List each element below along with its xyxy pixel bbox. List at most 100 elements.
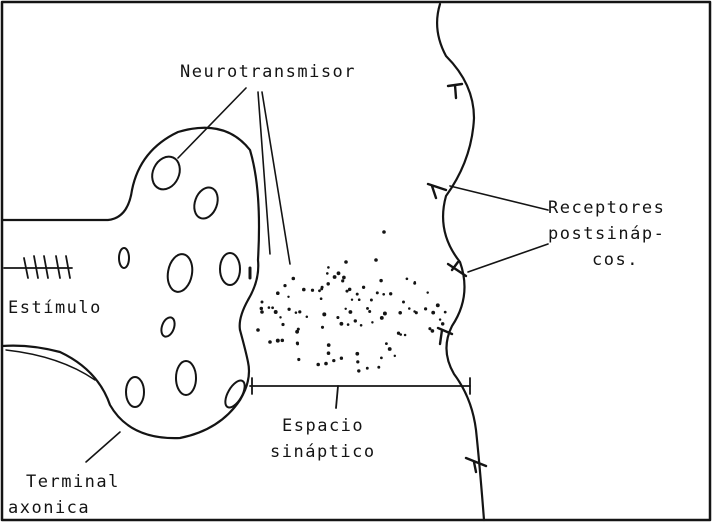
neurotransmitter-dot bbox=[383, 312, 387, 316]
stimulus-hatch-marks bbox=[4, 256, 72, 278]
neurotransmitter-dot bbox=[397, 332, 400, 335]
neurotransmitter-dot bbox=[302, 288, 306, 292]
neurotransmitter-dot bbox=[379, 279, 382, 282]
neurotransmitter-dot bbox=[341, 279, 344, 282]
neurotransmitter-dot bbox=[356, 293, 359, 296]
neurotransmitter-dot bbox=[327, 351, 331, 355]
neurotransmitter-dot bbox=[279, 316, 281, 318]
neurotransmitter-dot bbox=[260, 310, 264, 314]
neurotransmitter-dot bbox=[362, 286, 365, 289]
leader-axon-terminal bbox=[86, 432, 120, 462]
neurotransmitter-dot bbox=[336, 316, 339, 319]
neurotransmitter-dot bbox=[276, 339, 280, 343]
neurotransmitter-dot bbox=[426, 291, 428, 293]
vesicle bbox=[159, 316, 177, 339]
neurotransmitter-dot bbox=[356, 360, 359, 363]
neurotransmitter-dot bbox=[408, 307, 411, 310]
label-synaptic-space-line2: sináptico bbox=[270, 440, 376, 464]
neurotransmitter-dot bbox=[345, 290, 348, 293]
neurotransmitter-dot bbox=[348, 288, 351, 291]
neurotransmitter-dot bbox=[256, 328, 260, 332]
neurotransmitter-dot bbox=[287, 308, 290, 311]
label-axon-terminal-line1: Terminal bbox=[26, 470, 120, 494]
neurotransmitter-dot bbox=[368, 310, 371, 313]
neurotransmitter-dot bbox=[318, 289, 321, 292]
neurotransmitter-dot bbox=[287, 296, 289, 298]
neurotransmitter-dot bbox=[394, 355, 396, 357]
neurotransmitter-dot bbox=[388, 347, 392, 351]
neurotransmitter-dot bbox=[376, 291, 379, 294]
synaptic-space-bracket bbox=[250, 378, 470, 408]
neurotransmitter-dot bbox=[404, 334, 407, 337]
leader-receptors-2 bbox=[468, 244, 548, 272]
label-axon-terminal-line2: axonica bbox=[8, 496, 90, 520]
neurotransmitter-dot bbox=[351, 298, 353, 300]
neurotransmitter-dot bbox=[276, 291, 280, 295]
neurotransmitter-dot bbox=[355, 352, 359, 356]
vesicle bbox=[119, 248, 129, 268]
label-synaptic-space-line1: Espacio bbox=[282, 414, 364, 438]
neurotransmitter-dot bbox=[295, 311, 298, 314]
neurotransmitter-dot bbox=[292, 277, 296, 281]
neurotransmitter-dot bbox=[439, 318, 441, 320]
neurotransmitter-dot bbox=[298, 310, 301, 313]
neurotransmitter-dot bbox=[406, 277, 409, 280]
neurotransmitter-dot bbox=[371, 321, 373, 323]
neurotransmitter-dot bbox=[320, 297, 323, 300]
neurotransmitter-dot bbox=[320, 287, 323, 290]
neurotransmitter-dot bbox=[324, 362, 328, 366]
neurotransmitter-dot bbox=[344, 260, 348, 264]
neurotransmitter-dot bbox=[402, 301, 405, 304]
axon-terminal-outline-lower bbox=[2, 330, 249, 438]
receptor-3 bbox=[448, 262, 466, 276]
neurotransmitter-dot bbox=[354, 319, 357, 322]
neurotransmitter-dot bbox=[326, 282, 329, 285]
vesicle bbox=[147, 152, 185, 194]
synaptic-vesicles bbox=[119, 152, 249, 410]
neurotransmitter-dot bbox=[327, 266, 330, 269]
vesicle bbox=[220, 253, 240, 285]
receptor-5 bbox=[466, 458, 486, 472]
neurotransmitter-dot bbox=[413, 310, 416, 313]
leader-receptors-1 bbox=[450, 186, 548, 210]
label-receptors-line2: postsináp- bbox=[548, 222, 665, 246]
label-stimulus: Estímulo bbox=[8, 296, 102, 320]
neurotransmitter-dot bbox=[327, 343, 331, 347]
neurotransmitter-dot bbox=[322, 312, 326, 316]
neurotransmitter-dot bbox=[380, 316, 384, 320]
neurotransmitter-dot bbox=[281, 323, 284, 326]
neurotransmitter-dot bbox=[436, 303, 440, 307]
label-receptors-line1: Receptores bbox=[548, 196, 665, 220]
neurotransmitter-dot bbox=[326, 272, 329, 275]
neurotransmitter-dot bbox=[360, 324, 363, 327]
neurotransmitter-dot bbox=[281, 339, 285, 343]
neurotransmitter-dot bbox=[268, 306, 271, 309]
receptor-marks bbox=[428, 84, 486, 472]
receptor-1 bbox=[448, 84, 462, 98]
postsynaptic-membrane bbox=[437, 4, 484, 520]
neurotransmitter-dot bbox=[366, 307, 369, 310]
vesicle bbox=[126, 377, 144, 407]
neurotransmitter-dot bbox=[339, 322, 343, 326]
neurotransmitter-dot bbox=[382, 230, 386, 234]
neurotransmitter-dot bbox=[297, 358, 300, 361]
vesicle bbox=[165, 252, 195, 294]
neurotransmitter-dot bbox=[444, 311, 447, 314]
neurotransmitter-dot bbox=[357, 369, 360, 372]
neurotransmitter-dot bbox=[428, 327, 431, 330]
label-receptors-line3: cos. bbox=[592, 248, 639, 272]
neurotransmitter-dot bbox=[348, 310, 352, 314]
neurotransmitter-dot bbox=[370, 299, 373, 302]
label-neurotransmitter: Neurotransmisor bbox=[180, 60, 356, 84]
neurotransmitter-dot bbox=[347, 323, 350, 326]
neurotransmitter-dot bbox=[377, 366, 380, 369]
neurotransmitter-dot bbox=[337, 271, 341, 275]
neurotransmitter-molecules bbox=[256, 230, 446, 372]
neurotransmitter-dot bbox=[431, 311, 435, 315]
neurotransmitter-dot bbox=[316, 363, 320, 367]
neurotransmitter-dot bbox=[382, 293, 385, 296]
neurotransmitter-dot bbox=[283, 284, 286, 287]
vesicle bbox=[190, 184, 222, 222]
vesicle bbox=[176, 361, 196, 395]
